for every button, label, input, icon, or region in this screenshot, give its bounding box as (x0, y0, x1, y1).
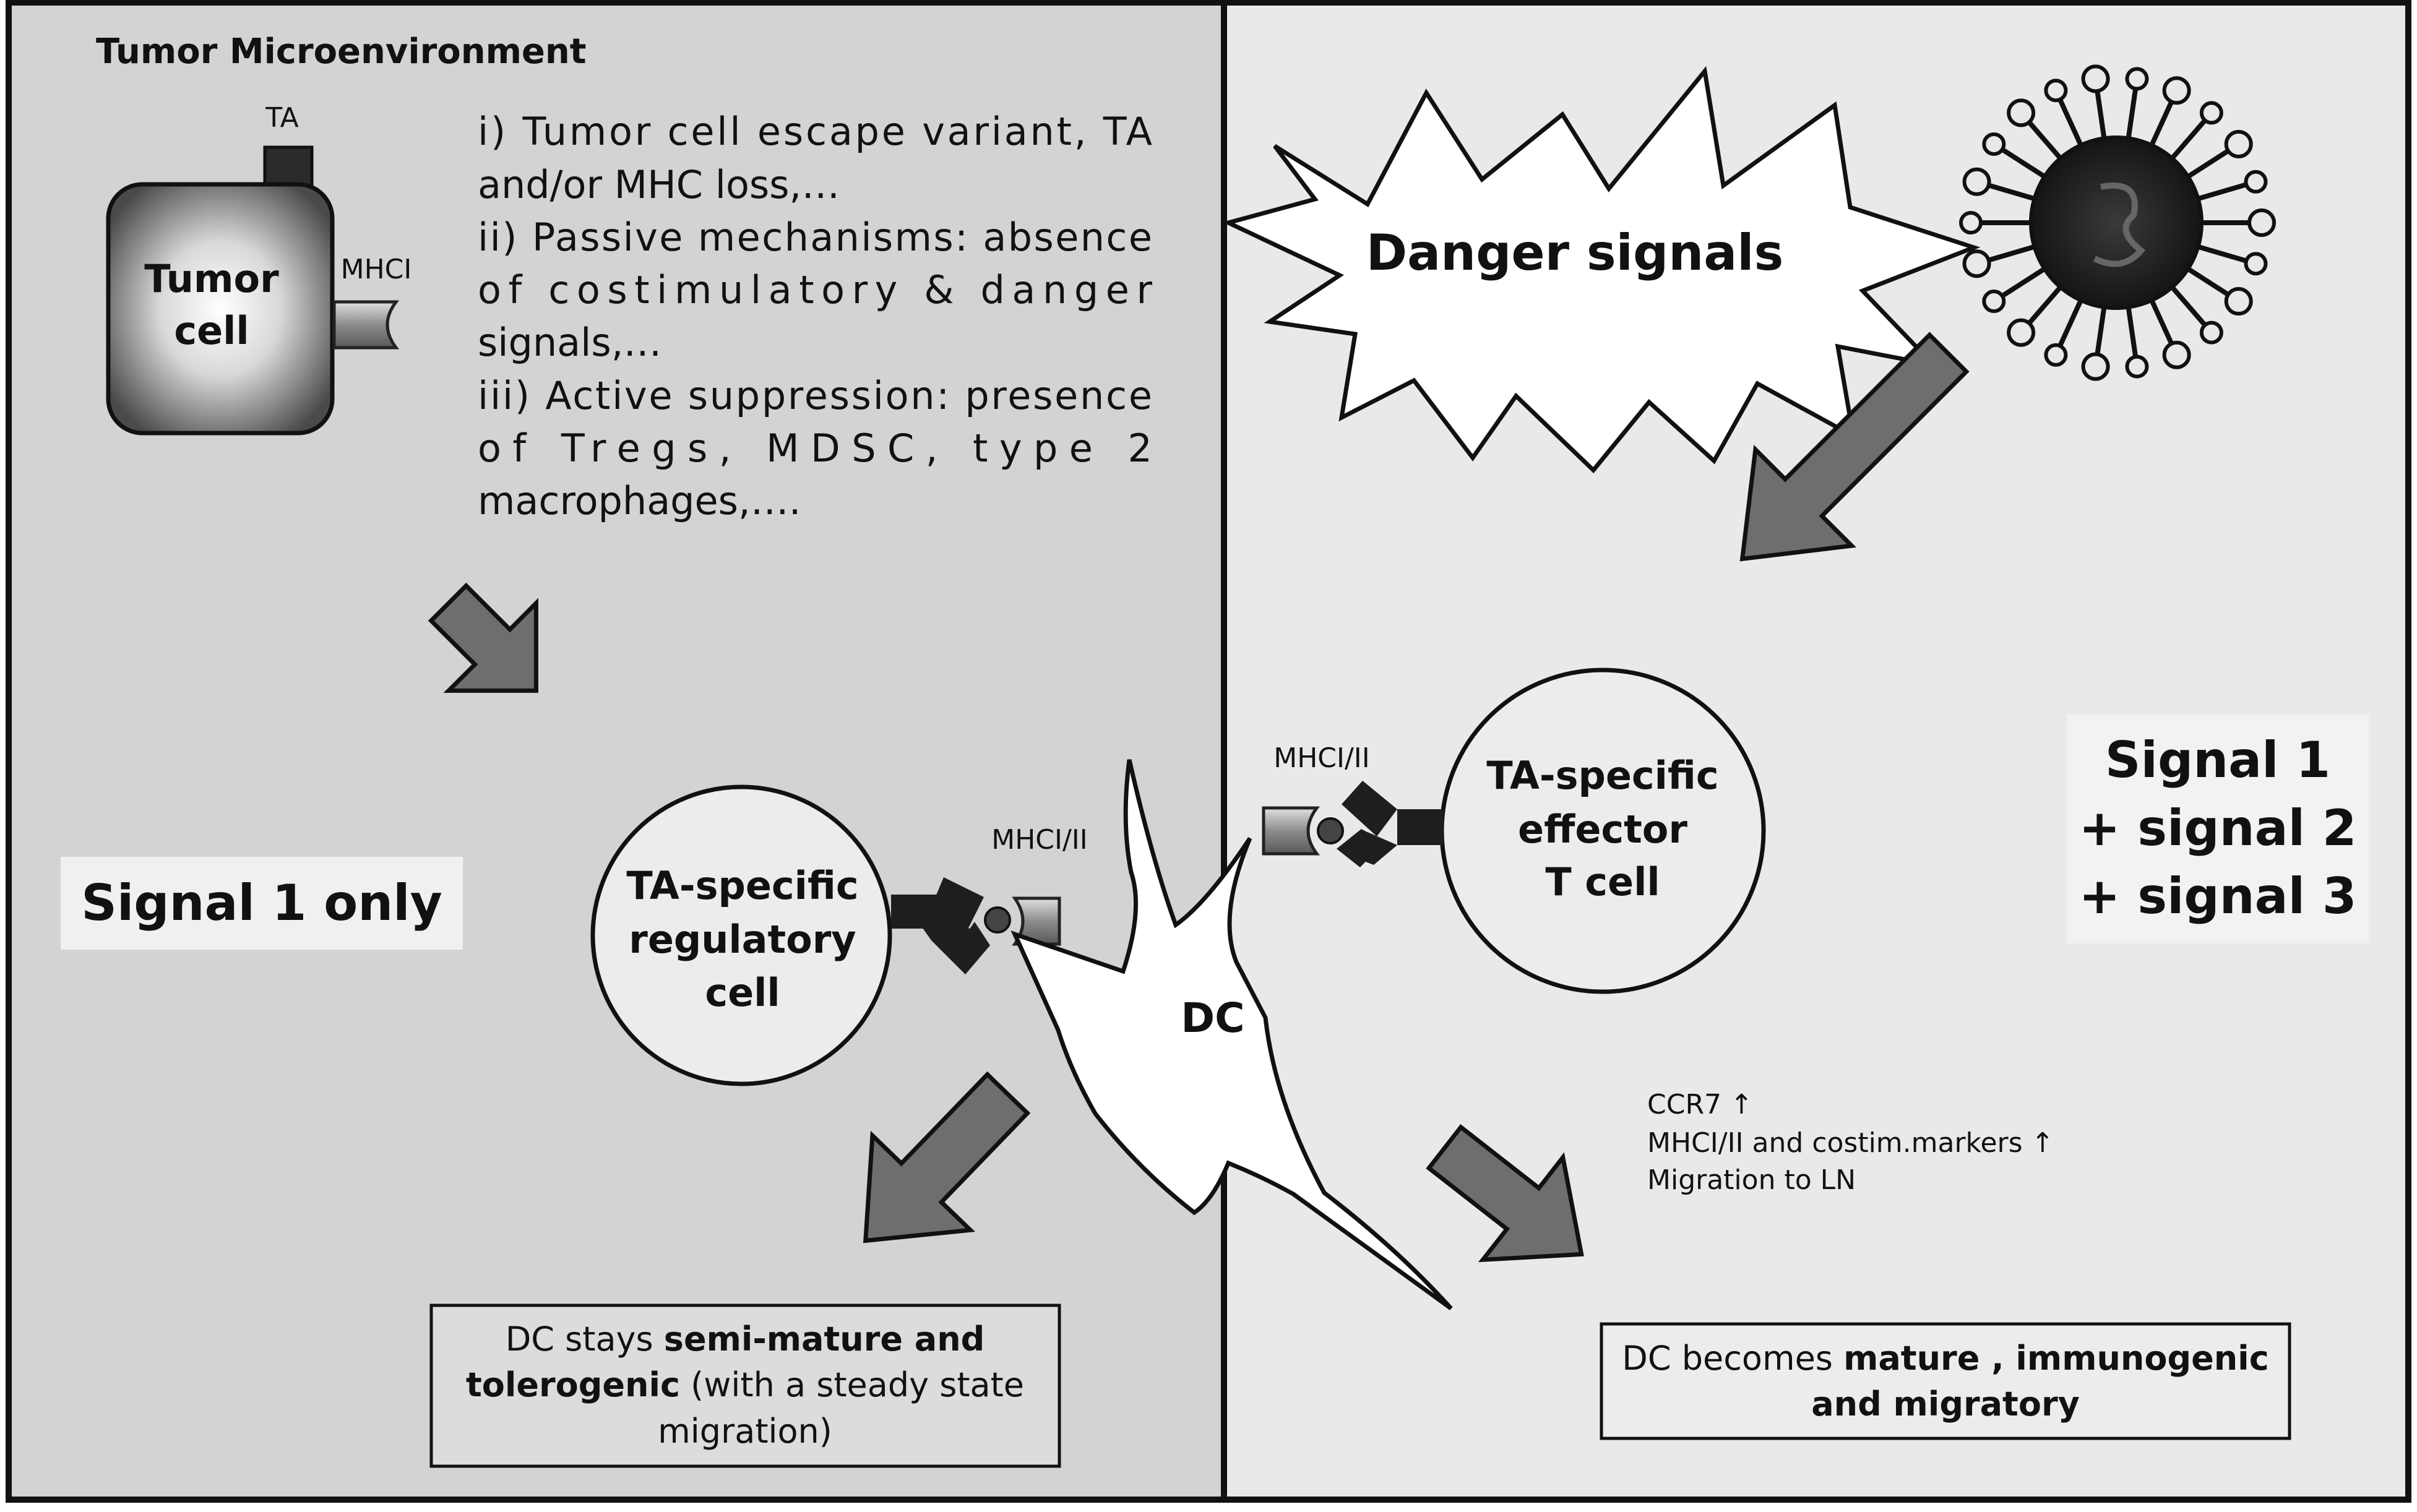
virus-spike-knob (2247, 208, 2276, 237)
left-panel-title: Tumor Microenvironment (96, 32, 587, 72)
tumor-mhc-receptor (332, 300, 400, 350)
virus-spike-knob (2044, 79, 2068, 103)
marker-migration: Migration to LN (1647, 1164, 1856, 1196)
tolerogenic-outcome-line1: DC stays semi-mature and (506, 1320, 985, 1359)
mechanism-line: macrophages,…. (478, 478, 801, 523)
virus-spike-knob (2162, 340, 2191, 369)
signal-line-2: + signal 2 (2079, 799, 2356, 857)
virus-spike-knob (2081, 64, 2110, 93)
virus-spike-knob (2224, 287, 2253, 316)
effector-tcr-receptor (1337, 781, 1444, 867)
virus-spike-knob (2199, 101, 2223, 125)
mechanism-line: and/or MHC loss,… (478, 162, 840, 207)
marker-mhc-costim: MHCI/II and costim.markers ↑ (1647, 1127, 2054, 1159)
mechanism-line: signals,… (478, 320, 661, 365)
tumor-cell (106, 182, 335, 436)
signal-1-only-box (61, 857, 463, 950)
virus-spike-knob (1982, 132, 2006, 156)
outcome-regular-text: DC becomes (1622, 1339, 1843, 1378)
mechanism-line: ii) Passive mechanisms: absence (478, 215, 1152, 260)
arrow-to-mature-outcome (1426, 1123, 1584, 1263)
mature-outcome-line1: DC becomes mature , immunogenic (1622, 1339, 2268, 1378)
regulatory-cell-label-line3: cell (705, 970, 780, 1015)
outer-frame (6, 0, 2411, 1503)
signal-line-1: Signal 1 (2105, 731, 2330, 789)
regulatory-cell (590, 784, 892, 1086)
virus-spike-knob (2224, 129, 2253, 158)
tumor-mhc-label: MHCI (341, 254, 412, 285)
mature-outcome-box (1600, 1322, 2291, 1440)
outcome-regular-text: (with a steady state (680, 1365, 1024, 1404)
virus-spike-knob (2244, 252, 2268, 276)
regulatory-cell-label-line2: regulatory (629, 917, 856, 962)
virus-spike-knob (2244, 170, 2268, 194)
mechanism-line: iii) Active suppression: presence (478, 373, 1152, 418)
effector-cell-label-line1: TA-specific (1486, 753, 1718, 798)
virus-spike-knob (2007, 318, 2036, 347)
virus-spike-knob (2081, 352, 2110, 381)
effector-cell-label-line3: T cell (1545, 859, 1660, 904)
effector-mhc-receptor (1262, 806, 1321, 856)
tolerogenic-outcome-box (429, 1304, 1061, 1468)
tolerogenic-outcome-line3: migration) (658, 1412, 832, 1451)
mechanism-line: of Tregs, MDSC, type 2 (478, 426, 1152, 471)
arrow-danger-to-dc (1739, 332, 1970, 562)
signal-line-3: + signal 3 (2079, 867, 2356, 925)
arrow-to-regulatory-cell (428, 582, 538, 693)
effector-cell-label-line2: effector (1518, 807, 1687, 852)
virus-spike-knob (1959, 211, 1983, 234)
outcome-emphasis-text: mature , immunogenic (1843, 1339, 2269, 1378)
regulatory-tcr-receptor (891, 877, 990, 974)
effector-mhc-label: MHCI/II (1273, 742, 1370, 774)
virus-spike-knob (2199, 320, 2223, 345)
outcome-emphasis-text: semi-mature and (664, 1320, 985, 1359)
tumor-cell-label-line1: Tumor (144, 256, 279, 301)
danger-signals-label: Danger signals (1366, 224, 1783, 281)
virus-spike-knob (2044, 343, 2068, 367)
virus-spike-knob (1962, 249, 1991, 278)
mature-outcome-line2: and migratory (1811, 1385, 2080, 1424)
dc-label: DC (1181, 994, 1244, 1042)
regulatory-mhc-label: MHCI/II (991, 824, 1088, 856)
virus-icon (1959, 64, 2276, 381)
ta-label: TA (265, 102, 299, 134)
virus-spike-knob (1962, 167, 1991, 196)
outcome-emphasis-text: tolerogenic (466, 1365, 680, 1404)
marker-ccr7: CCR7 ↑ (1647, 1089, 1753, 1120)
virus-spike-knob (2125, 67, 2149, 91)
mechanism-line: i) Tumor cell escape variant, TA (478, 109, 1152, 154)
regulatory-cell-label-line1: TA-specific (626, 863, 858, 908)
regulatory-antigen-peptide (984, 906, 1011, 934)
virus-spike-knob (2125, 354, 2149, 379)
arrow-to-tolerogenic-outcome (863, 1071, 1031, 1244)
signal-1-only-label: Signal 1 only (81, 874, 442, 932)
tolerogenic-outcome-line2: tolerogenic (with a steady state (466, 1365, 1024, 1404)
effector-antigen-peptide (1317, 817, 1344, 844)
virus-spike-knob (2007, 98, 2036, 127)
virus-spike-knob (2162, 76, 2191, 105)
tumor-cell-label-line2: cell (174, 308, 249, 353)
ta-antigen (263, 145, 314, 189)
outcome-regular-text: DC stays (506, 1320, 664, 1359)
dendritic-cell (1010, 759, 1453, 1310)
signal-123-box (2067, 715, 2369, 943)
virus-spike-knob (1982, 290, 2006, 314)
